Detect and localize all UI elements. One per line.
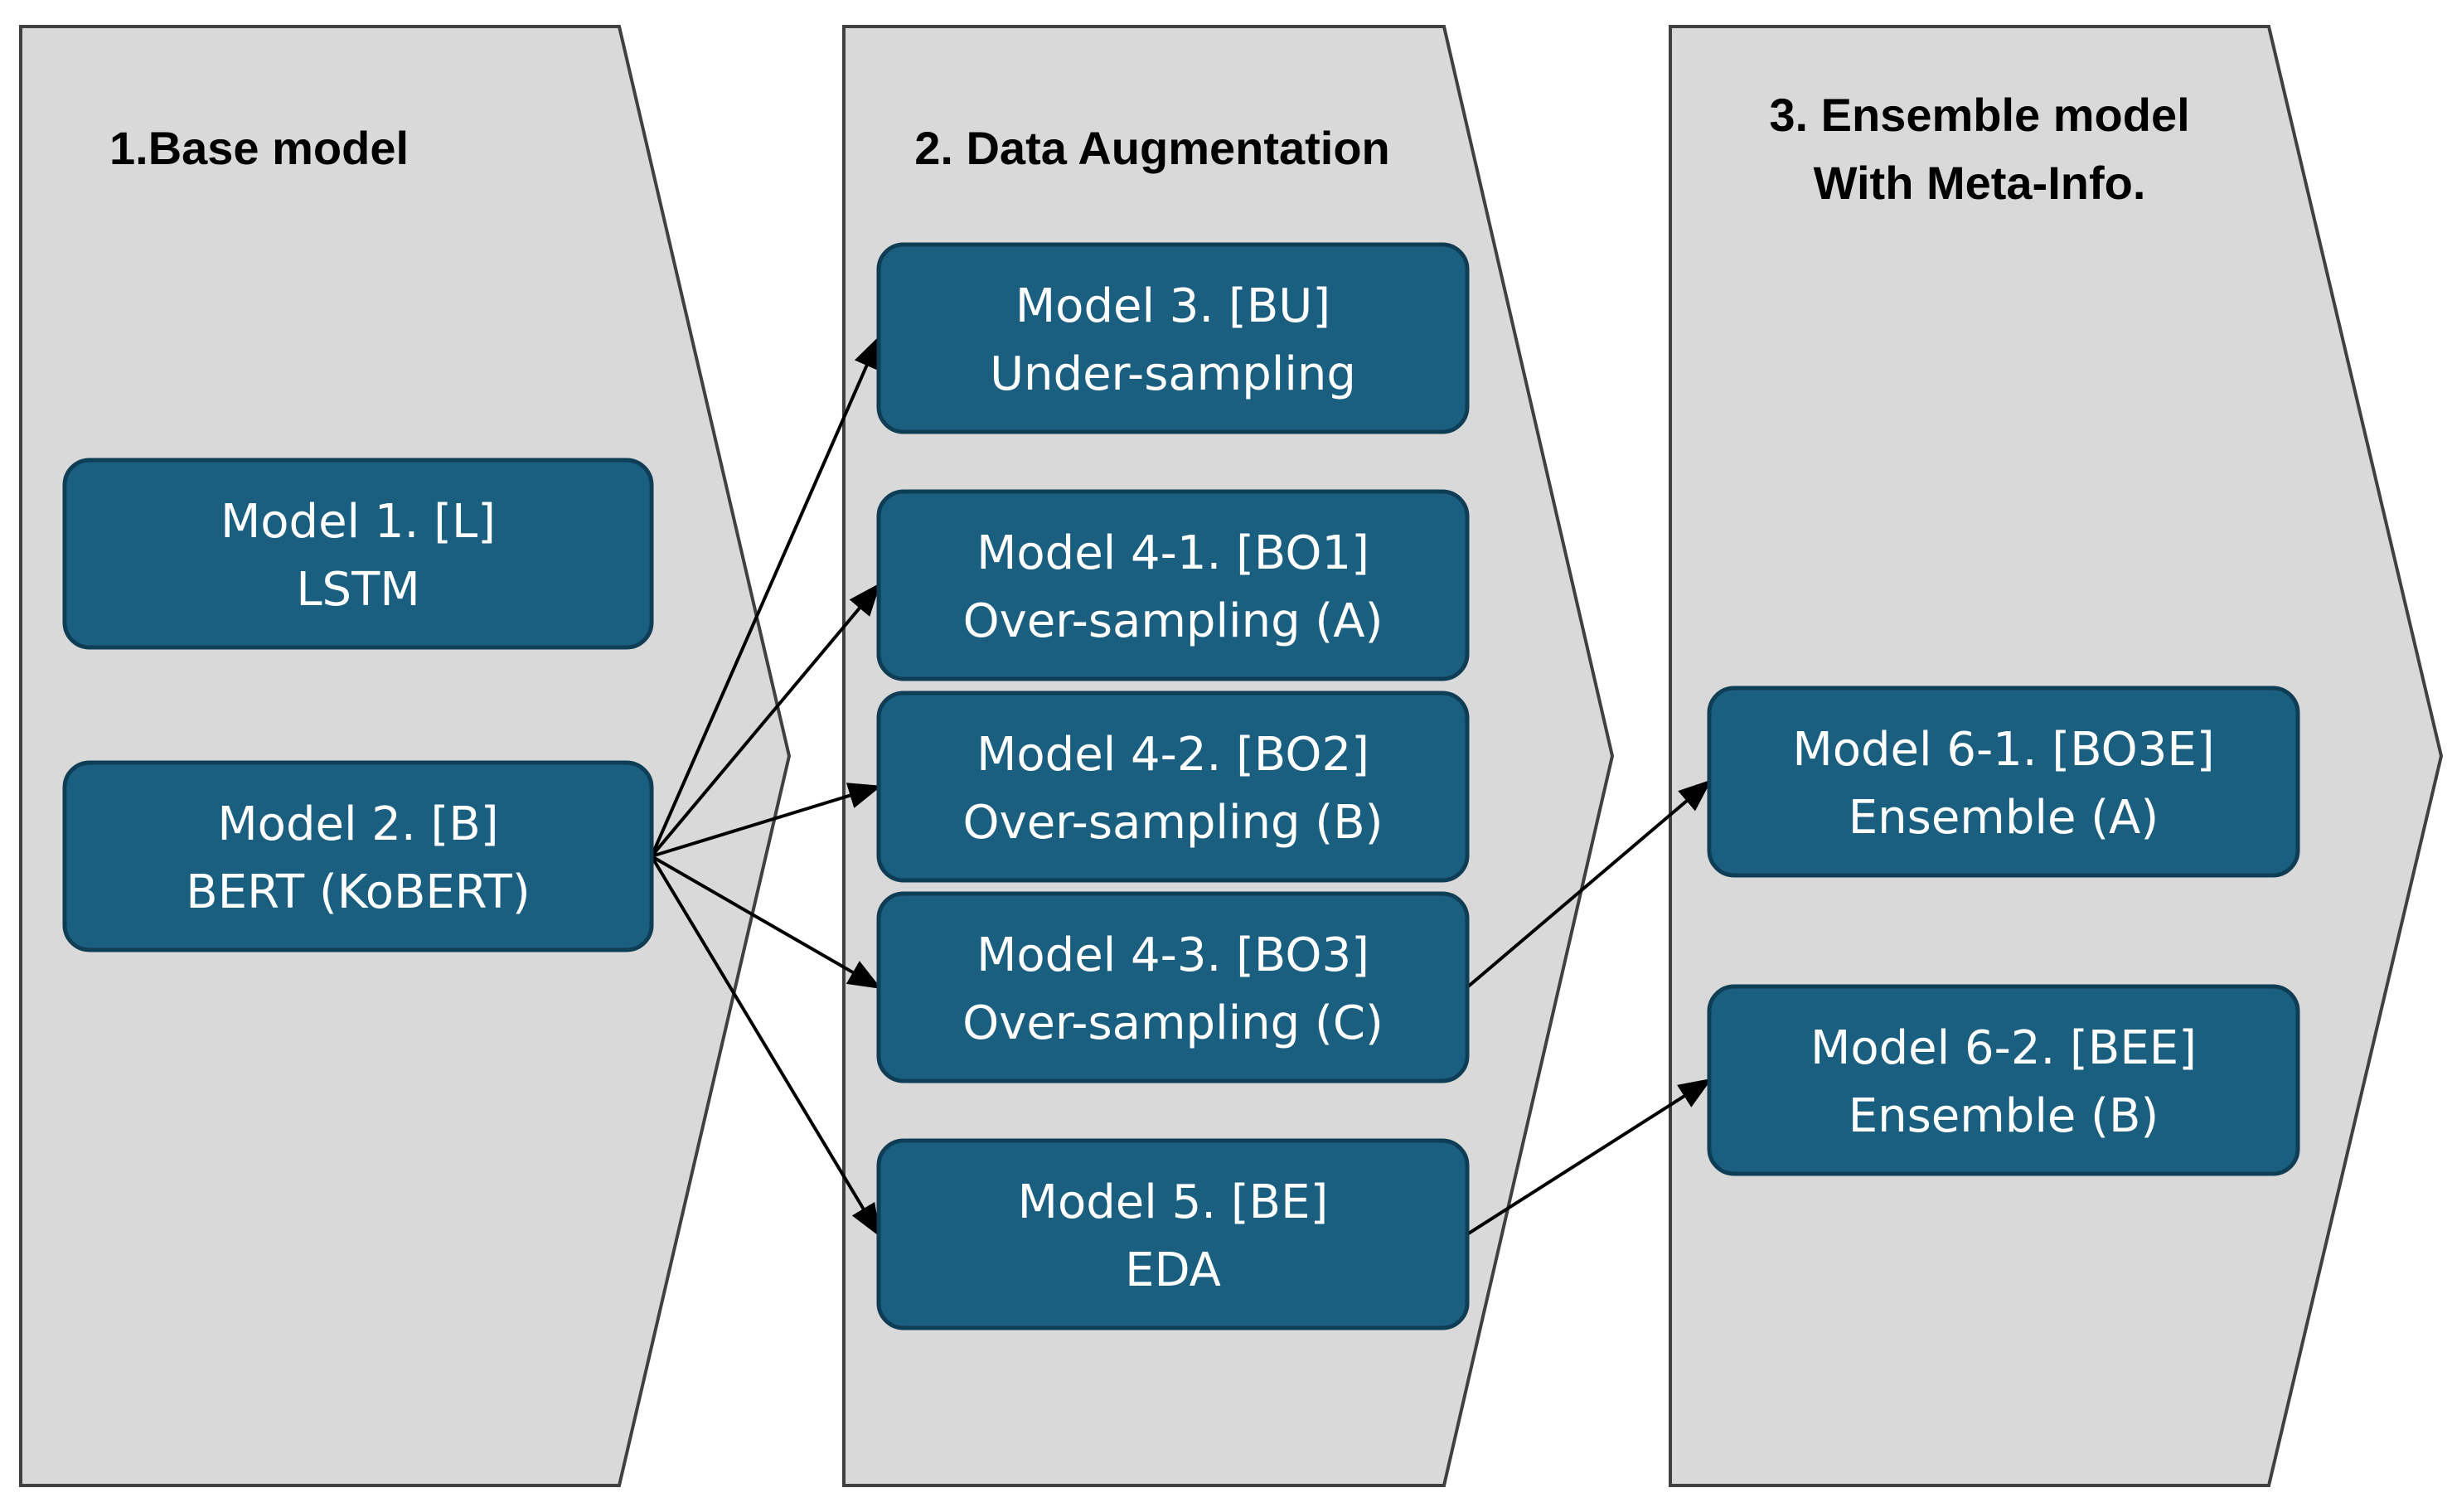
node-model-4-3-method: Over-sampling (C) xyxy=(962,996,1383,1050)
node-model-4-2-method: Over-sampling (B) xyxy=(963,796,1383,850)
node-model-3-method: Under-sampling xyxy=(990,347,1356,401)
stage-panel-base-model xyxy=(19,25,792,1487)
node-model-4-3: Model 4-3. [BO3] Over-sampling (C) xyxy=(876,891,1470,1083)
edge-m5-to-m62 xyxy=(1466,1078,1713,1236)
node-model-1: Model 1. [L] LSTM xyxy=(62,458,654,650)
stage-title-ensemble-model-line1: 3. Ensemble model xyxy=(1769,89,2189,141)
stage-title-data-augmentation: 2. Data Augmentation xyxy=(914,122,1390,174)
edges xyxy=(650,335,1713,1238)
node-model-2: Model 2. [B] BERT (KoBERT) xyxy=(62,760,654,952)
node-model-6-1: Model 6-1. [BO3E] Ensemble (A) xyxy=(1707,686,2300,878)
node-model-4-1-method: Over-sampling (A) xyxy=(963,594,1383,648)
node-model-6-1-name: Model 6-1. [BO3E] xyxy=(1792,723,2214,777)
node-model-6-2: Model 6-2. [BEE] Ensemble (B) xyxy=(1707,984,2300,1176)
stage-titles: 1.Base model 2. Data Augmentation 3. Ens… xyxy=(109,89,2190,209)
stage-title-base-model: 1.Base model xyxy=(109,122,409,174)
node-model-6-2-method: Ensemble (B) xyxy=(1849,1089,2159,1143)
node-model-4-2-name: Model 4-2. [BO2] xyxy=(976,728,1369,782)
node-model-4-2: Model 4-2. [BO2] Over-sampling (B) xyxy=(876,691,1470,883)
node-model-4-1: Model 4-1. [BO1] Over-sampling (A) xyxy=(876,489,1470,681)
node-model-5-name: Model 5. [BE] xyxy=(1018,1175,1329,1229)
edge-m2-to-m41 xyxy=(650,582,881,858)
stage-title-ensemble-model-line2: With Meta-Info. xyxy=(1814,157,2146,209)
node-model-1-name: Model 1. [L] xyxy=(220,495,496,549)
edge-m2-to-m3 xyxy=(650,335,880,857)
edge-m43-to-m61 xyxy=(1466,779,1713,989)
node-model-5-method: EDA xyxy=(1125,1243,1221,1297)
edge-m2-to-m43 xyxy=(651,855,882,989)
node-model-2-method: BERT (KoBERT) xyxy=(186,865,530,919)
node-model-2-name: Model 2. [B] xyxy=(217,797,498,851)
model-nodes: Model 1. [L] LSTM Model 2. [B] BERT (KoB… xyxy=(62,242,2300,1330)
node-model-4-3-name: Model 4-3. [BO3] xyxy=(976,928,1369,982)
node-model-5: Model 5. [BE] EDA xyxy=(876,1138,1470,1330)
node-model-6-1-method: Ensemble (A) xyxy=(1849,791,2159,845)
edge-m2-to-m42 xyxy=(651,783,882,858)
node-model-1-method: LSTM xyxy=(296,563,419,617)
node-model-6-2-name: Model 6-2. [BEE] xyxy=(1810,1021,2197,1075)
edge-m2-to-m5 xyxy=(650,855,881,1238)
node-model-3-name: Model 3. [BU] xyxy=(1015,279,1330,333)
node-model-4-1-name: Model 4-1. [BO1] xyxy=(976,526,1369,580)
node-model-3: Model 3. [BU] Under-sampling xyxy=(876,242,1470,434)
